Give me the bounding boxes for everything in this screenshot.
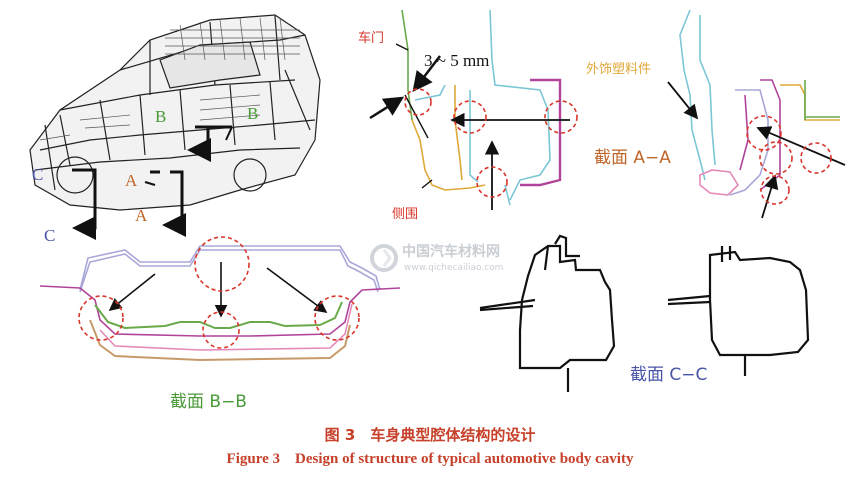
section-a-label-low: A [135, 206, 148, 225]
section-a-label-mid: A [125, 171, 138, 190]
car-body-in-white-image [29, 14, 321, 211]
section-c-label-low: C [44, 226, 56, 245]
section-cc-drawing [479, 234, 810, 392]
trim-part-label: 外饰塑料件 [586, 62, 652, 77]
section-b-label-left: B [155, 107, 167, 126]
watermark-url: www.qichecailiao.com [404, 263, 504, 273]
section-aa-title: 截面 A−A [594, 148, 671, 168]
watermark-ring-icon [370, 244, 398, 272]
section-cc-title: 截面 C−C [630, 365, 708, 385]
watermark-text-cn: 中国汽车材料网 [402, 244, 500, 260]
side-panel-label: 侧围 [392, 207, 419, 222]
door-label: 车门 [358, 31, 385, 46]
trim-section-arrows [667, 81, 846, 219]
figure-caption-en: Figure 3 Design of structure of typical … [226, 451, 634, 467]
section-markers [72, 125, 232, 240]
section-aa-arrows [369, 43, 570, 210]
section-arrowheads [144, 126, 233, 186]
section-bb-title: 截面 B−B [170, 392, 247, 412]
watermark-logo: 中国汽车材料网 www.qichecailiao.com [368, 242, 518, 276]
section-b-label-right: B [247, 104, 259, 123]
section-aa-drawing [401, 9, 562, 206]
trim-section-drawing [679, 9, 840, 196]
section-bb-drawing [39, 245, 401, 362]
section-bb-arrows [108, 262, 328, 318]
gap-dimension-label: 3 ~ 5 mm [424, 51, 490, 70]
figure-caption-cn: 图 3 车身典型腔体结构的设计 [324, 426, 536, 444]
cavity-highlight-circles [78, 88, 832, 349]
section-c-label-up: C [32, 165, 44, 184]
